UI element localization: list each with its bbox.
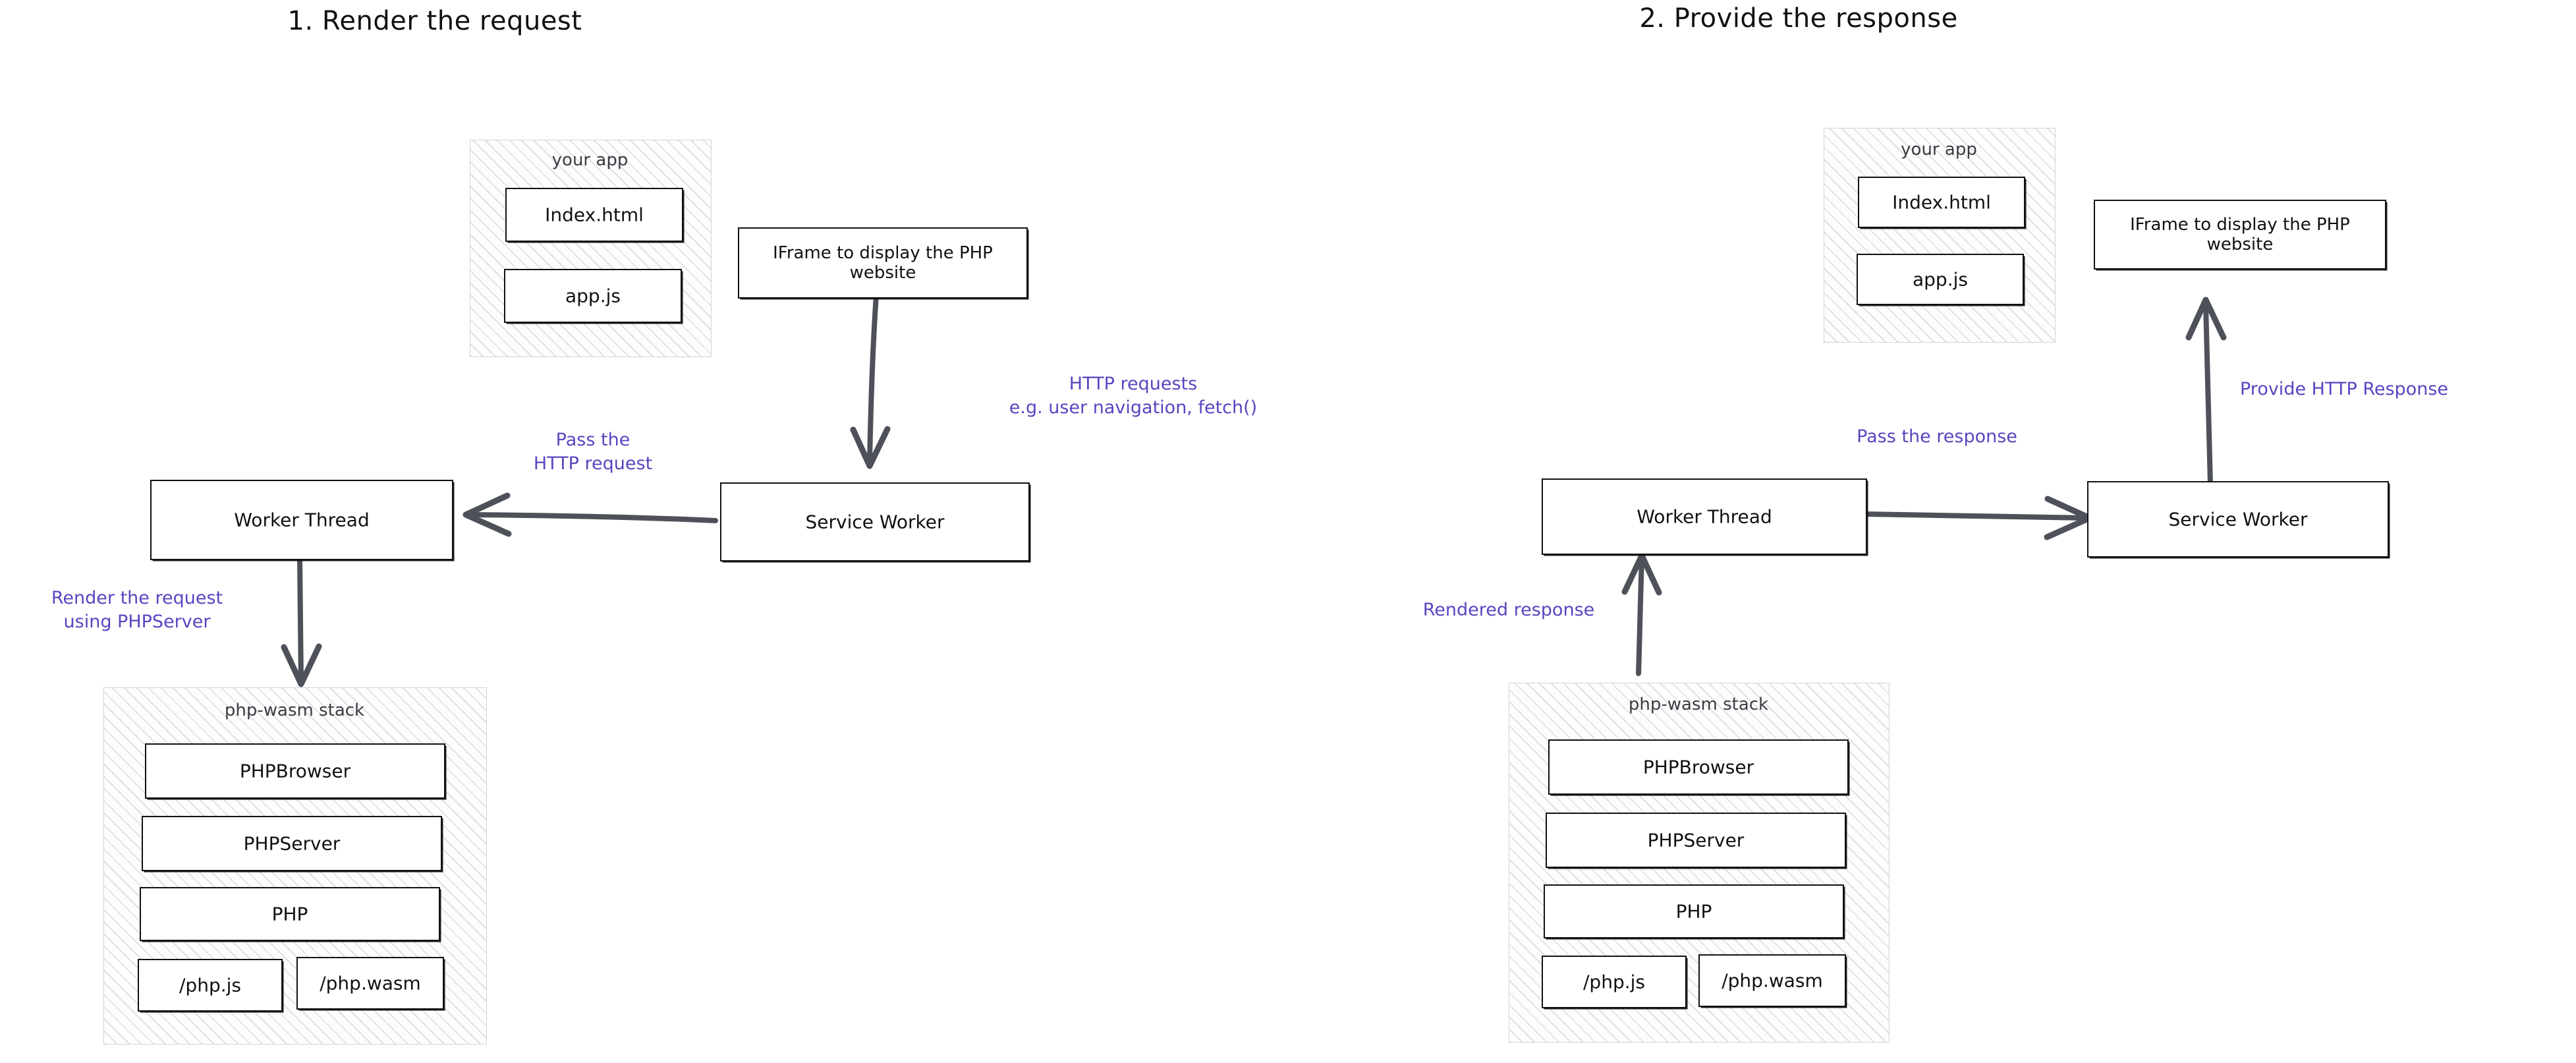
panel-1-app-js-box: app.js [504,269,682,323]
panel-1-your-app-group [470,140,712,357]
panel-2-app-js-box: app.js [1857,254,2024,305]
panel-2-php-wasm-box: /php.wasm [1698,954,1846,1007]
panel-1-service-worker-box: Service Worker [720,482,1030,561]
panel-2-your-app-label: your app [1901,140,1977,159]
panel-2-php-js-label: /php.js [1583,971,1645,993]
panel-1-php-js-box: /php.js [138,959,283,1012]
panel-1-phpserver-label: PHPServer [243,832,341,855]
panel-2-worker-thread-box: Worker Thread [1542,478,1867,555]
arrow-iframe-to-service-worker [850,293,891,469]
panel-2-php-label: PHP [1675,900,1712,923]
panel-2-php-box: PHP [1544,884,1844,938]
panel-1-php-wasm-label: php-wasm stack [224,701,365,720]
arrow-php-wasm-stack-to-worker-thread [1621,552,1662,676]
panel-1-php-box: PHP [140,887,440,941]
panel-1-annotation-http-requests: HTTP requests e.g. user navigation, fetc… [1009,374,1258,418]
panel-2-php-wasm-label: php-wasm stack [1628,695,1769,714]
panel-1-index-html-box: Index.html [505,188,683,242]
panel-1-php-wasm-box: /php.wasm [296,957,444,1010]
panel-1-phpbrowser-box: PHPBrowser [145,743,445,799]
panel-2-php-js-box: /php.js [1542,956,1687,1008]
panel-1-annotation-pass-http-request: Pass the HTTP request [533,430,653,474]
panel-2-annotation-rendered-response: Rendered response [1422,600,1595,620]
panel-2-phpbrowser-box: PHPBrowser [1548,739,1849,795]
panel-2-index-html-box: Index.html [1858,177,2025,228]
panel-1-worker-thread-label: Worker Thread [234,509,370,531]
panel-2-index-html-label: Index.html [1892,191,1991,214]
panel-1-phpserver-box: PHPServer [142,816,442,871]
panel-1-app-js-label: app.js [565,285,621,307]
panel-2-iframe-box: IFrame to display the PHP website [2094,200,2386,270]
panel-2-annotation-pass-the-response: Pass the response [1857,426,2017,447]
arrow-service-worker-to-iframe [2185,297,2227,487]
panel-1-annotation-render-request: Render the request using PHPServer [51,588,223,633]
panel-1-iframe-box: IFrame to display the PHP website [738,227,1028,299]
panel-2-php-wasm-label: /php.wasm [1722,969,1823,992]
panel-1-worker-thread-box: Worker Thread [150,480,453,560]
panel-2-worker-thread-label: Worker Thread [1637,505,1772,528]
arrow-worker-thread-to-service-worker [1861,496,2093,540]
panel-2-service-worker-label: Service Worker [2168,508,2308,531]
panel-1-iframe-label: IFrame to display the PHP website [773,243,993,283]
panel-2-title: 2. Provide the response [1639,3,1958,34]
panel-2-app-js-label: app.js [1913,268,1968,291]
panel-2-annotation-provide-http-response: Provide HTTP Response [2240,379,2448,399]
panel-1-php-js-label: /php.js [179,974,241,996]
panel-1-php-wasm-label: /php.wasm [320,972,421,994]
panel-1-index-html-label: Index.html [545,204,644,226]
panel-1-php-label: PHP [271,903,308,925]
arrow-worker-thread-to-php-wasm-stack [281,556,322,687]
panel-2-phpserver-label: PHPServer [1647,829,1745,851]
panel-2-iframe-label: IFrame to display the PHP website [2130,215,2350,254]
panel-2-phpbrowser-label: PHPBrowser [1642,756,1754,778]
panel-1-phpbrowser-label: PHPBrowser [239,760,351,782]
panel-2-your-app-group [1824,128,2056,343]
panel-1-your-app-label: your app [551,150,629,170]
panel-1-service-worker-label: Service Worker [805,511,945,533]
panel-2-phpserver-box: PHPServer [1546,813,1846,868]
panel-1-title: 1. Render the request [287,6,582,36]
arrow-service-worker-to-worker-thread [462,492,718,537]
panel-2-service-worker-box: Service Worker [2087,481,2389,558]
